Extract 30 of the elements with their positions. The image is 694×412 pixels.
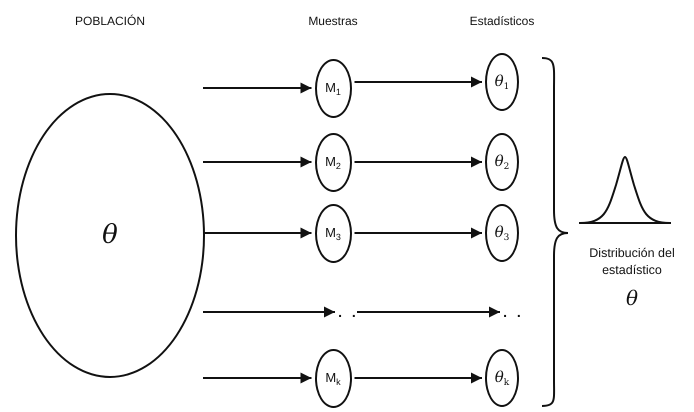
sample-ellipse — [314, 204, 352, 262]
node-label: θ$_{2}$ — [494, 152, 510, 172]
column-heading: Muestras — [307, 14, 359, 28]
arrow — [203, 228, 312, 238]
statistic-symbol: θ — [624, 286, 640, 310]
arrow — [354, 228, 482, 238]
ellipsis-dots: . . — [338, 304, 356, 320]
node-label: θ$_{3}$ — [494, 223, 510, 243]
node-label: θ$_{k}$ — [494, 368, 510, 388]
distribution-caption: Distribución del estadístico — [588, 245, 676, 279]
sample-ellipse — [314, 348, 352, 408]
node-label: θ — [102, 220, 118, 250]
arrow — [203, 372, 312, 384]
arrow — [203, 156, 312, 168]
node-label: M$_{3}$ — [325, 224, 341, 242]
arrow — [354, 76, 482, 88]
sample-ellipse — [314, 58, 352, 118]
node-label: M$_{2}$ — [325, 154, 341, 170]
column-heading: Estadísticos — [468, 14, 536, 28]
arrow — [357, 306, 500, 318]
ellipsis-dots: . . — [503, 304, 521, 320]
node-label: M$_{1}$ — [325, 80, 341, 96]
sample-ellipse — [314, 132, 352, 192]
node-label: M$_{k}$ — [325, 370, 341, 386]
arrow — [354, 156, 482, 168]
node-label: θ$_{1}$ — [494, 72, 510, 92]
arrow — [354, 372, 482, 384]
arrow — [203, 306, 335, 318]
arrow — [203, 82, 312, 94]
column-heading: POBLACIÓN — [74, 14, 146, 28]
